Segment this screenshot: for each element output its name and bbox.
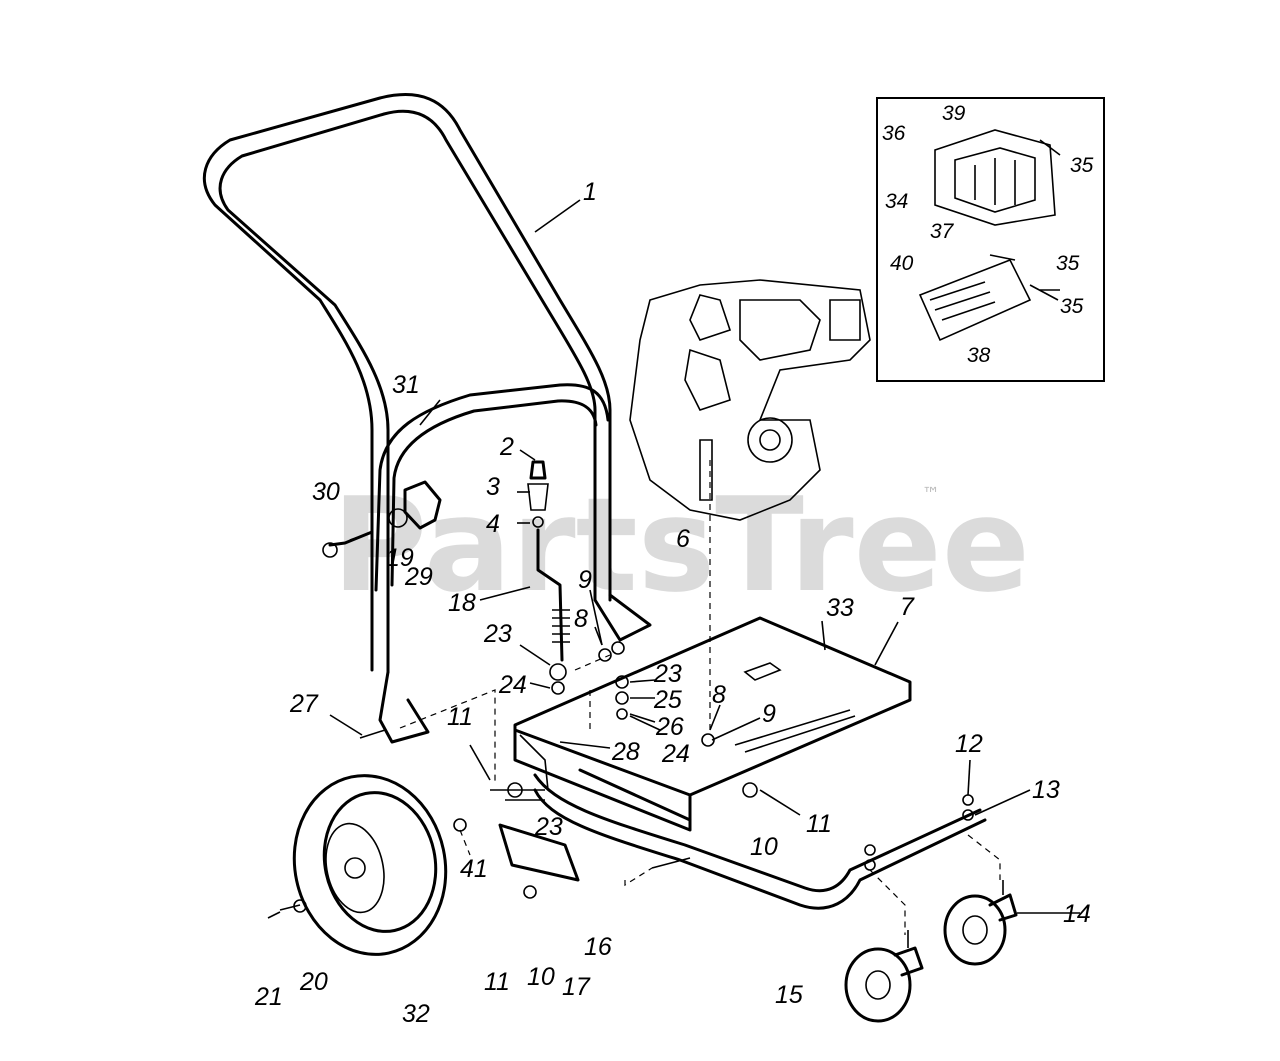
label-10-a: 10 [750,833,778,861]
label-41: 41 [460,855,488,883]
label-21: 21 [254,983,283,1011]
inset-label-35-a: 35 [1070,154,1094,177]
label-25: 25 [653,686,682,714]
label-20: 20 [299,968,328,996]
label-16: 16 [584,933,612,961]
label-29: 29 [404,563,433,591]
front-caster [844,930,924,1023]
left-wheel [279,774,448,956]
hardware [267,641,974,919]
label-11-b: 11 [806,810,832,838]
label-7: 7 [900,593,915,621]
label-8-b: 8 [712,681,726,709]
label-12: 12 [955,730,983,758]
label-11-c: 11 [484,968,510,996]
engine [629,279,871,521]
label-23-c: 23 [534,813,563,841]
label-9-a: 9 [578,566,592,594]
inset-label-35-c: 35 [1060,295,1084,318]
inset-label-40: 40 [890,252,914,275]
label-3: 3 [486,473,500,501]
inset-label-37: 37 [930,220,955,243]
label-33: 33 [826,594,854,622]
watermark-trademark: ™ [922,484,940,505]
watermark: PartsTree [332,469,1030,621]
label-32: 32 [402,1000,430,1028]
inset-label-38: 38 [967,344,991,367]
inset-label-36: 36 [882,122,906,145]
inset-panel: 36 39 35 34 37 40 35 35 38 [876,97,1105,382]
inset-label-34: 34 [885,190,908,213]
crossbar [374,383,610,592]
label-18: 18 [448,589,476,617]
label-6: 6 [676,525,690,553]
label-19: 19 [386,544,414,572]
leader-lines [329,199,1080,914]
handle [202,93,652,744]
inset-label-39: 39 [942,102,966,125]
axle-frame [490,773,987,910]
label-31: 31 [392,371,420,399]
label-30: 30 [312,478,340,506]
label-4: 4 [486,510,500,538]
label-14: 14 [1063,900,1091,928]
knob-assembly [322,480,442,558]
base-plate [513,616,912,832]
label-11-a: 11 [447,703,473,731]
label-2: 2 [499,433,514,461]
bracket [498,823,580,899]
label-17: 17 [562,973,591,1001]
label-9-b: 9 [762,700,776,728]
callouts: 1 2 3 4 6 7 8 8 9 9 10 10 11 11 11 12 13… [254,178,1091,1028]
label-26: 26 [655,713,684,741]
label-27: 27 [289,690,319,718]
label-8-a: 8 [574,605,588,633]
label-23-a: 23 [483,620,512,648]
rear-caster [943,880,1018,966]
label-24-b: 24 [661,740,690,768]
label-1: 1 [583,178,597,206]
label-24-a: 24 [498,671,527,699]
valve-assembly [527,460,570,695]
assembly-lines [399,460,1001,935]
label-23-b: 23 [653,660,682,688]
label-13: 13 [1032,776,1060,804]
inset-label-35-b: 35 [1056,252,1080,275]
label-15: 15 [775,981,803,1009]
label-10-b: 10 [527,963,555,991]
label-28: 28 [611,738,640,766]
